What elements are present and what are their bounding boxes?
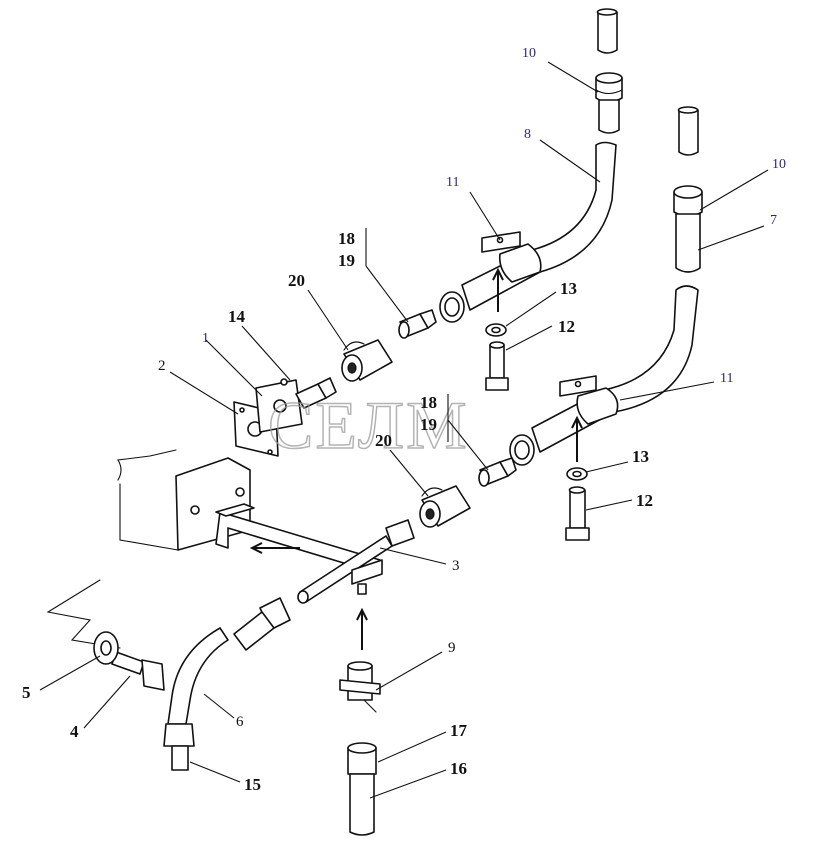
callout-12-lower: 12 <box>636 491 653 510</box>
callout-17: 17 <box>450 721 468 740</box>
mounting-bracket <box>215 503 381 575</box>
fitting-14 <box>280 377 337 409</box>
callout-12-upper: 12 <box>558 317 575 336</box>
callout-13-lower: 13 <box>632 447 649 466</box>
bolt-12-lower <box>565 486 590 541</box>
callout-5: 5 <box>22 683 31 702</box>
hose-6 <box>167 597 291 725</box>
arrow-up-lower <box>571 415 583 462</box>
callout-1: 1 <box>202 331 209 346</box>
arrow-left-bracket <box>249 542 300 554</box>
pipe-right-stub <box>677 106 699 156</box>
pipe-7 <box>675 213 701 273</box>
tube-3 <box>297 519 415 604</box>
callout-18-lower: 18 <box>420 393 437 412</box>
callout-6: 6 <box>236 714 244 730</box>
callout-18-upper: 18 <box>338 229 355 248</box>
arrow-up-valve <box>356 607 368 650</box>
callout-7: 7 <box>770 213 777 228</box>
pipe-lower-right <box>509 285 699 466</box>
bracket-clamp-11-upper <box>481 231 542 283</box>
pipe-8 <box>439 141 617 323</box>
callout-16: 16 <box>450 759 467 778</box>
callout-10-right: 10 <box>772 157 786 172</box>
pipe-8-stub <box>598 99 620 134</box>
fitting-15 <box>163 723 195 771</box>
sleeve-17 <box>347 742 377 775</box>
frame-block <box>117 449 251 551</box>
fitting-18-19-lower <box>478 457 517 487</box>
callout-14: 14 <box>228 307 246 326</box>
clip-20-upper <box>341 339 393 382</box>
callout-10-top: 10 <box>522 46 536 61</box>
callout-13-upper: 13 <box>560 279 577 298</box>
tube-3-support <box>351 559 383 595</box>
callout-4: 4 <box>70 722 79 741</box>
callout-11-upper: 11 <box>446 175 459 190</box>
washer-13-upper <box>485 323 507 337</box>
fitting-18-19-upper <box>398 309 437 339</box>
hose-16 <box>349 773 375 836</box>
callout-19-upper: 19 <box>338 251 355 270</box>
drain-valve-9 <box>339 661 381 713</box>
callout-2: 2 <box>158 358 166 374</box>
washer-13-lower <box>566 467 588 481</box>
bolt-4 <box>111 651 165 691</box>
arrow-up-upper <box>492 267 504 312</box>
bracket-clamp-11-lower <box>559 375 619 425</box>
flange-1 <box>255 379 303 433</box>
callout-19-lower: 19 <box>420 415 437 434</box>
callout-11-lower: 11 <box>720 371 733 386</box>
leader-lines <box>39 61 769 799</box>
clip-20-lower <box>419 485 471 528</box>
coupling-sleeve-10-right <box>673 185 703 217</box>
washer-5 <box>93 631 119 665</box>
callout-20-lower: 20 <box>375 431 392 450</box>
callout-8: 8 <box>524 127 531 142</box>
callout-3: 3 <box>452 558 460 574</box>
watermark: СЕЛМ <box>268 387 469 463</box>
callout-9: 9 <box>448 640 456 656</box>
bolt-12-upper <box>485 341 509 391</box>
ground-outline <box>46 579 121 649</box>
callout-20-upper: 20 <box>288 271 305 290</box>
coupling-sleeve-10-top <box>595 72 623 103</box>
pipe-top-stub <box>596 8 618 54</box>
callout-15: 15 <box>244 775 261 794</box>
